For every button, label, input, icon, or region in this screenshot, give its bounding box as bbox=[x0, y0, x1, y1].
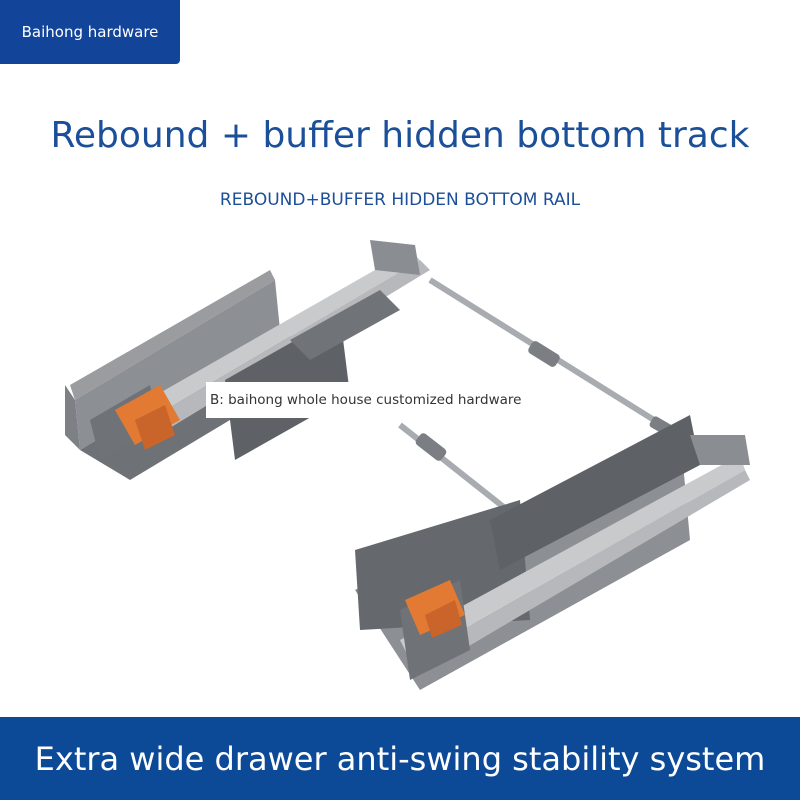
footer-text: Extra wide drawer anti-swing stability s… bbox=[34, 739, 766, 778]
footer-band: Extra wide drawer anti-swing stability s… bbox=[0, 717, 800, 800]
page-title: Rebound + buffer hidden bottom track bbox=[50, 115, 750, 156]
watermark-banner: B: baihong whole house customized hardwa… bbox=[206, 382, 526, 418]
right-rail-assembly bbox=[355, 415, 750, 690]
page-subtitle: REBOUND+BUFFER HIDDEN BOTTOM RAIL bbox=[219, 190, 581, 210]
left-rail-assembly bbox=[65, 240, 430, 480]
brand-tab: Baihong hardware bbox=[0, 0, 180, 64]
brand-label: Baihong hardware bbox=[21, 23, 159, 41]
watermark-text: B: baihong whole house customized hardwa… bbox=[210, 392, 522, 408]
stabilizer-bars bbox=[398, 277, 673, 523]
drawer-rail-illustration bbox=[65, 240, 750, 690]
